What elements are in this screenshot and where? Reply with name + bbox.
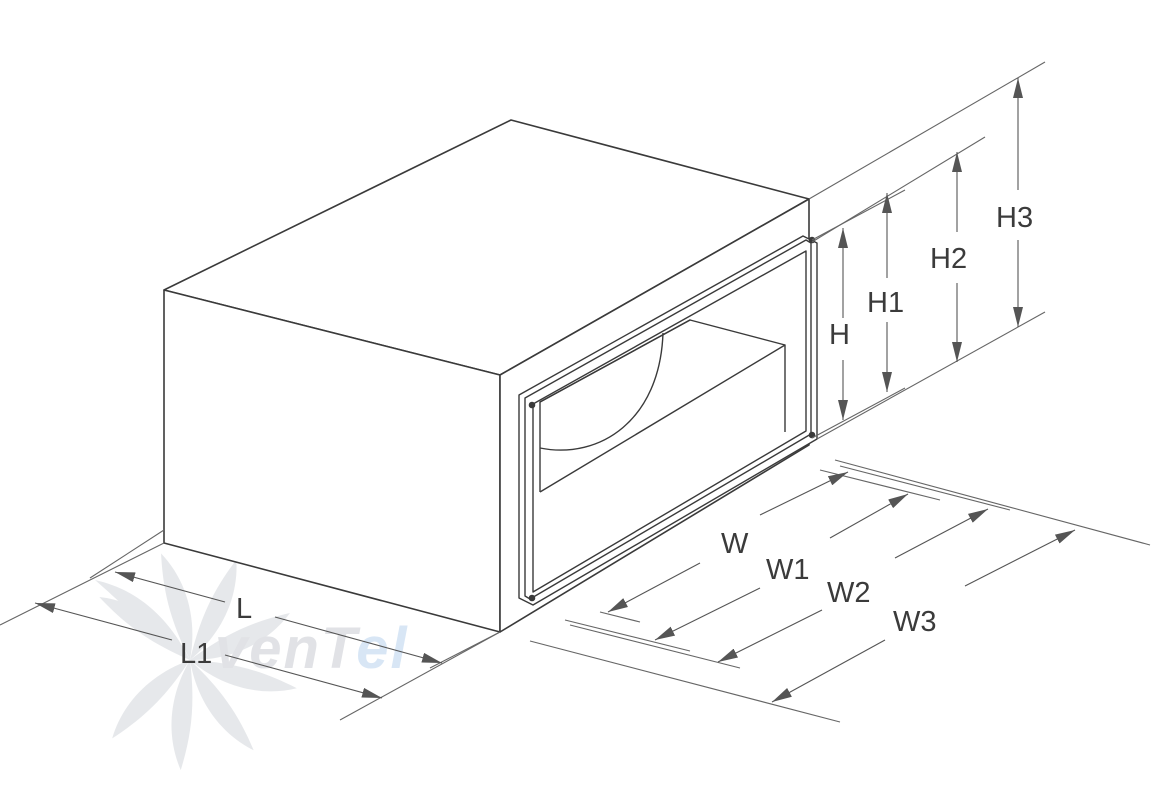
dim-L1-right — [224, 654, 383, 699]
dim-W-right — [759, 471, 849, 516]
dim-W3-left — [771, 639, 886, 703]
dim-W2-left — [717, 609, 823, 663]
label-H: H — [829, 319, 850, 351]
inner-shelf — [539, 344, 786, 493]
watermark-text: venTel — [215, 616, 409, 681]
label-W1: W1 — [766, 554, 810, 586]
dimension-labels: H H1 H2 H3 W W1 W2 W3 L L1 — [180, 202, 1033, 670]
fan-blades-icon — [95, 553, 297, 771]
ventel-watermark-logo: venTel — [95, 553, 409, 771]
dim-W2-right — [894, 508, 989, 559]
fan-impeller-arc — [539, 332, 664, 451]
label-W2: W2 — [827, 577, 871, 609]
label-L1: L1 — [180, 638, 212, 670]
dim-W-left — [607, 562, 701, 613]
bolt-hole-bl — [528, 594, 536, 602]
watermark-main: venT — [215, 616, 361, 681]
label-W: W — [721, 528, 749, 560]
label-L: L — [236, 593, 252, 625]
dim-W1-right — [829, 493, 909, 539]
label-H2: H2 — [930, 243, 967, 275]
inner-lip-top — [539, 319, 786, 403]
watermark-accent: el — [356, 616, 408, 681]
dim-W1-left — [654, 587, 761, 641]
dim-W3-right — [964, 529, 1076, 587]
label-H3: H3 — [996, 202, 1033, 234]
dim-L-left — [114, 571, 226, 603]
label-H1: H1 — [867, 287, 904, 319]
dim-L1-left — [34, 602, 173, 641]
flange-inner — [532, 250, 807, 593]
bolt-hole-tl — [528, 401, 536, 409]
dim-L-right — [274, 616, 443, 664]
dimension-arrows — [34, 78, 1076, 703]
outlet-flange — [518, 235, 818, 606]
label-W3: W3 — [893, 606, 937, 638]
